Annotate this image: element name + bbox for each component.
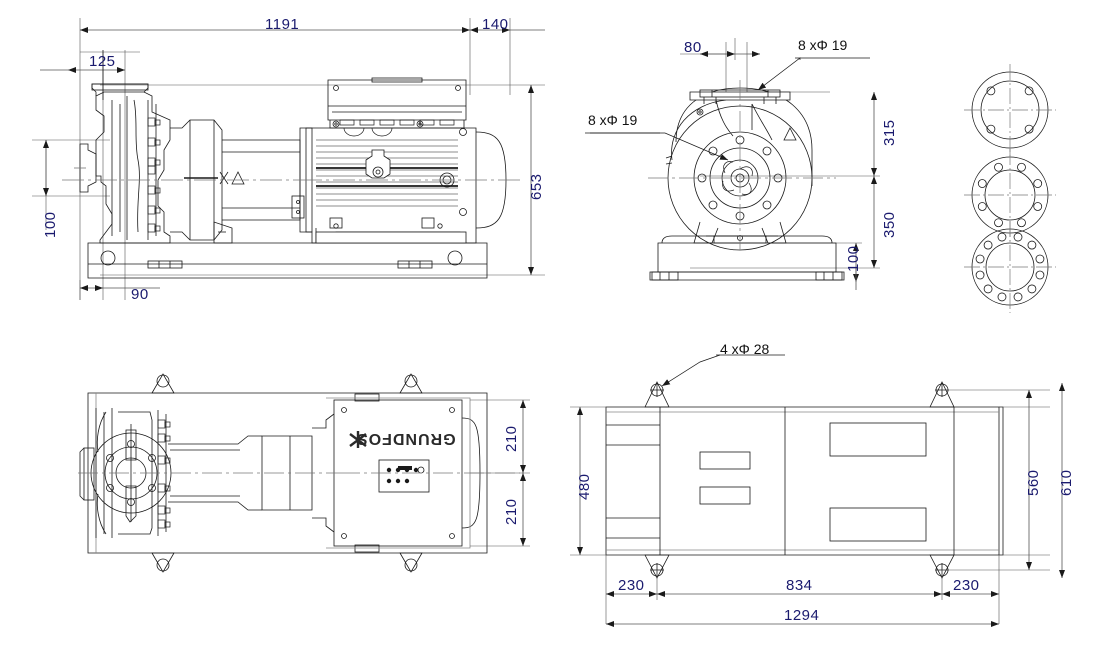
dim-base-230-left: 230 xyxy=(618,577,645,594)
side-view-geometry xyxy=(585,38,880,290)
dim-top-210-lower: 210 xyxy=(503,498,520,525)
dim-side-80: 80 xyxy=(684,39,702,56)
dim-base-230-right: 230 xyxy=(953,577,980,594)
baseplate-view-geometry xyxy=(570,354,1065,627)
dim-front-125: 125 xyxy=(89,53,116,70)
dim-front-90: 90 xyxy=(131,286,149,303)
top-view-geometry xyxy=(78,373,530,573)
dim-base-480: 480 xyxy=(576,473,593,500)
dim-side-100: 100 xyxy=(845,245,862,272)
dim-base-610: 610 xyxy=(1058,469,1075,496)
dim-base-834: 834 xyxy=(786,577,813,594)
flange-12-hole xyxy=(964,221,1056,313)
dim-side-350: 350 xyxy=(881,211,898,238)
front-view-geometry xyxy=(32,18,545,300)
dim-front-100: 100 xyxy=(42,211,59,238)
dim-front-653: 653 xyxy=(528,173,545,200)
flange-4-hole xyxy=(964,64,1056,156)
dim-front-1191: 1191 xyxy=(265,16,300,33)
grundfos-logo: GRUNDFOS xyxy=(356,430,456,447)
note-anchor-holes: 4 xΦ 28 xyxy=(720,341,770,357)
dim-base-1294: 1294 xyxy=(784,607,820,624)
dim-base-560: 560 xyxy=(1025,469,1042,496)
flange-patterns xyxy=(964,64,1056,313)
note-discharge-bolts: 8 xΦ 19 xyxy=(798,37,848,53)
dim-side-315: 315 xyxy=(881,119,898,146)
dim-front-140: 140 xyxy=(482,16,509,33)
grundfos-mark-icon xyxy=(349,431,367,448)
note-suction-bolts: 8 xΦ 19 xyxy=(588,112,638,128)
dim-top-210-upper: 210 xyxy=(503,425,520,452)
